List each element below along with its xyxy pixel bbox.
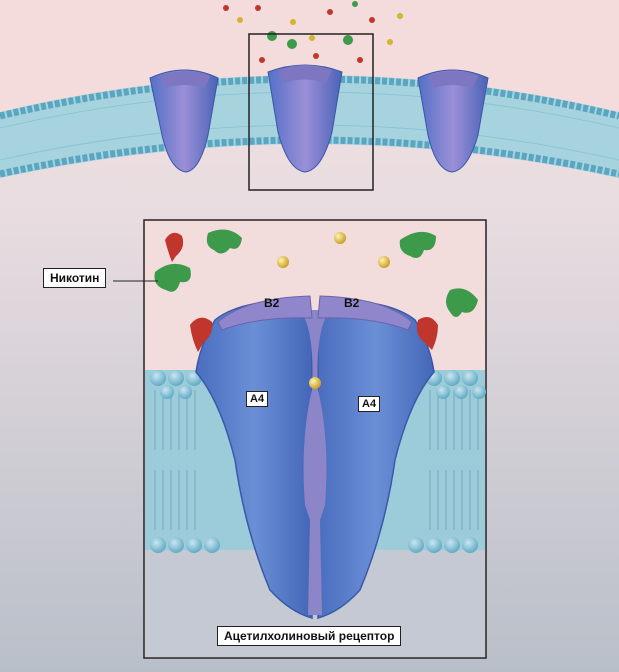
zoom-highlight-box [248,33,374,191]
small-receptor-right [417,69,489,173]
ion-in-channel [309,377,321,389]
top-molecules [223,1,403,63]
small-receptor-left [149,69,219,173]
nicotine-molecules [154,229,478,317]
subunit-b2-left-label: B2 [264,296,280,310]
receptor-caption: Ацетилхолиновый рецептор [217,626,402,646]
acetylcholine-molecules [165,232,438,352]
subunit-a4-left-label: A4 [246,391,269,407]
ion-molecules [277,232,390,268]
nicotine-label: Никотин [43,268,107,288]
subunit-b2-right-label: B2 [344,296,360,310]
small-receptor-center [267,64,343,173]
receptor-zoom [195,295,435,619]
subunit-a4-right-label: A4 [358,396,381,412]
zoom-inset [113,219,487,659]
